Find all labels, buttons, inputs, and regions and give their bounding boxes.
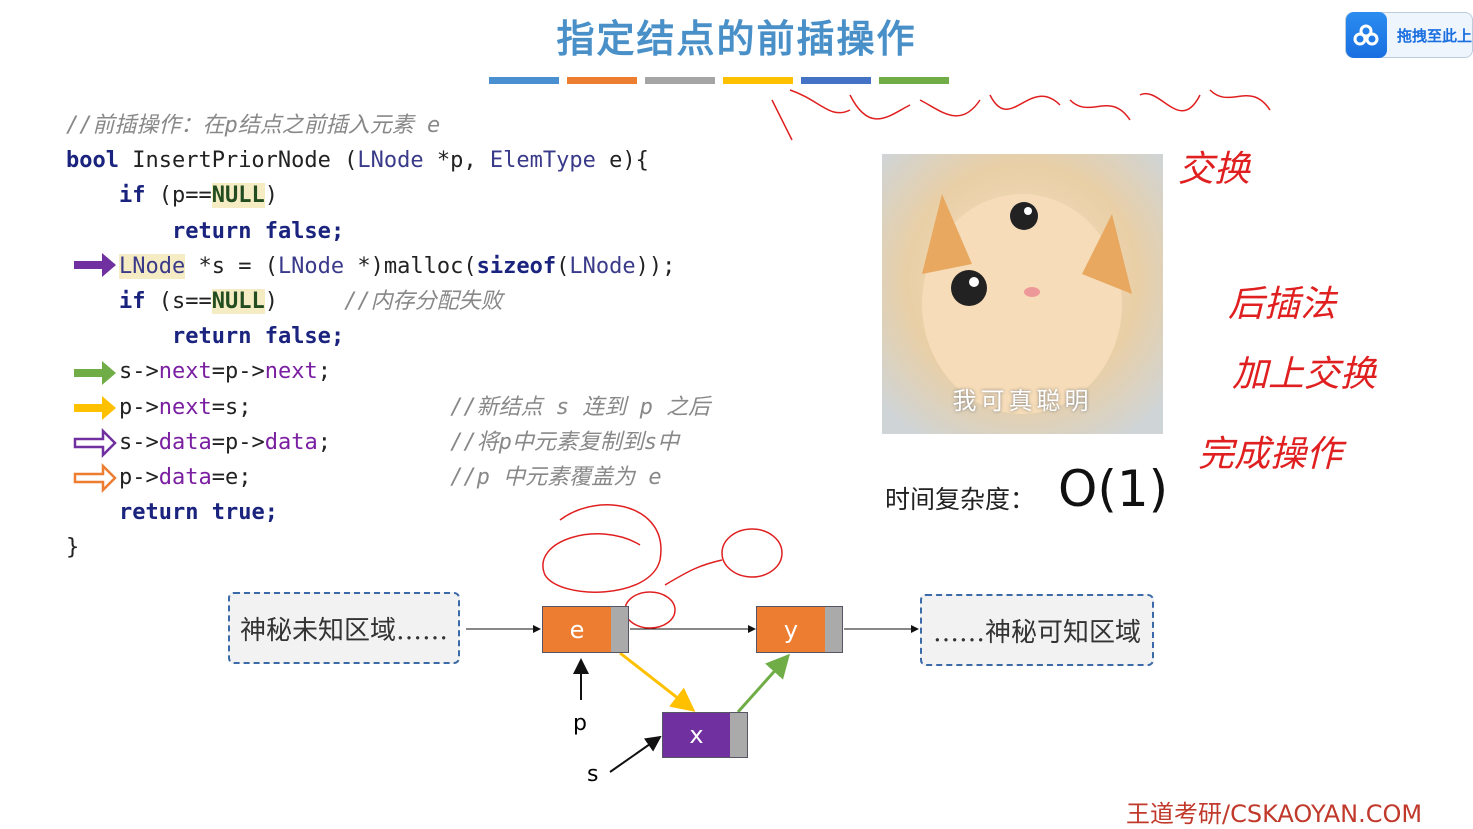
footer-brand: 王道考研/CSKAOYAN.COM [1126, 800, 1423, 828]
known-region-box: ……神秘可知区域 [920, 594, 1154, 666]
pointer-s-label: s [587, 762, 599, 787]
green-arrow-icon [74, 361, 116, 385]
code-comment: //前插操作：在p结点之前插入元素 e [66, 113, 441, 138]
node-e: e [542, 606, 629, 653]
handwritten-note: 加上交换 [1232, 354, 1377, 395]
yellow-arrow-icon [74, 396, 116, 420]
unknown-region-box: 神秘未知区域…… [228, 592, 460, 664]
handwritten-note: 后插法 [1228, 284, 1337, 325]
handwritten-scribbles [542, 89, 1271, 629]
title-color-bars [489, 77, 949, 84]
purple-arrow-icon [74, 253, 116, 277]
step-arrows [73, 253, 117, 494]
handwritten-note: 完成操作 [1198, 434, 1343, 475]
cat-meme-image: 我可真聪明 [882, 154, 1163, 434]
cloud-drop-button[interactable]: 拖拽至此上 [1345, 12, 1473, 58]
handwritten-note: 交换 [1178, 149, 1251, 190]
page-title: 指定结点的前插操作 [556, 17, 917, 61]
pointer-p-label: p [573, 711, 587, 736]
node-x: x [662, 712, 748, 758]
baidu-netdisk-icon [1346, 12, 1387, 58]
code-block: //前插操作：在p结点之前插入元素 e bool InsertPriorNode… [66, 108, 710, 565]
node-y: y [756, 606, 843, 653]
complexity-value: O(1) [1058, 460, 1169, 518]
orange-outline-arrow-icon [73, 462, 117, 494]
complexity-label: 时间复杂度： [885, 485, 1036, 514]
handwritten-note-top [773, 82, 1273, 147]
purple-outline-arrow-icon [73, 427, 117, 459]
